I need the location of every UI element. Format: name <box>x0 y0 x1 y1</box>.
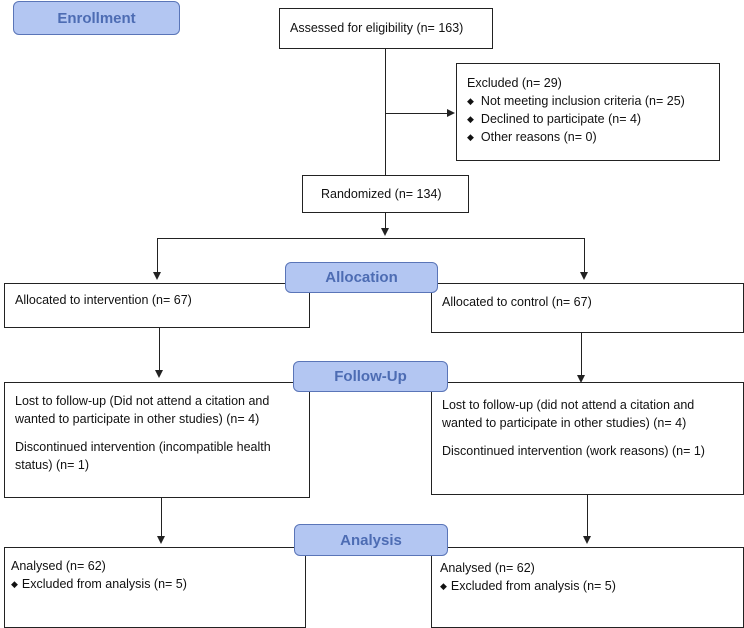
intervention-excluded-analysis: ◆Excluded from analysis (n= 5) <box>11 577 187 591</box>
diamond-bullet-icon: ◆ <box>11 579 18 589</box>
diamond-bullet-icon: ◆ <box>467 132 474 142</box>
connector-left-allocation <box>157 238 158 272</box>
assessed-box: Assessed for eligibility (n= 163) <box>279 8 493 49</box>
arrow-left-allocation <box>153 272 161 280</box>
stage-enrollment-label: Enrollment <box>57 9 136 27</box>
excluded-title: Excluded (n= 29) <box>467 76 562 90</box>
control-excluded-analysis: ◆Excluded from analysis (n= 5) <box>440 579 616 593</box>
connector-horizontal-split <box>157 238 585 239</box>
connector-intervention-followup <box>159 328 160 370</box>
intervention-followup-box: Lost to follow-up (Did not attend a cita… <box>4 382 310 498</box>
stage-followup-label: Follow-Up <box>334 368 407 385</box>
connector-right-allocation <box>584 238 585 272</box>
stage-followup: Follow-Up <box>293 361 448 392</box>
connector-intervention-analysis <box>161 498 162 536</box>
connector-randomized-split <box>385 213 386 230</box>
intervention-discontinued-text: Discontinued intervention (incompatible … <box>15 440 271 472</box>
excluded-reason: ◆Not meeting inclusion criteria (n= 25) <box>467 94 685 108</box>
randomized-box: Randomized (n= 134) <box>302 175 469 213</box>
connector-control-followup <box>581 333 582 375</box>
connector-assessed-randomized <box>385 49 386 175</box>
stage-analysis: Analysis <box>294 524 448 556</box>
intervention-analysis-box: Analysed (n= 62) ◆Excluded from analysis… <box>4 547 306 628</box>
arrow-to-excluded <box>447 109 455 117</box>
arrow-intervention-followup <box>155 370 163 378</box>
diamond-bullet-icon: ◆ <box>467 114 474 124</box>
diamond-bullet-icon: ◆ <box>440 581 447 591</box>
excluded-reason: ◆Other reasons (n= 0) <box>467 130 597 144</box>
diamond-bullet-icon: ◆ <box>467 96 474 106</box>
excluded-reason: ◆Declined to participate (n= 4) <box>467 112 642 126</box>
control-discontinued-text: Discontinued intervention (work reasons)… <box>442 444 705 458</box>
connector-to-excluded <box>385 113 449 114</box>
intervention-analysed-text: Analysed (n= 62) <box>11 559 106 573</box>
control-allocated-box: Allocated to control (n= 67) <box>431 283 744 333</box>
arrow-control-followup <box>577 375 585 383</box>
control-analysis-box: Analysed (n= 62) ◆Excluded from analysis… <box>431 547 744 628</box>
arrow-randomized <box>381 228 389 236</box>
stage-analysis-label: Analysis <box>340 531 402 549</box>
control-allocated-text: Allocated to control (n= 67) <box>442 295 592 309</box>
assessed-text: Assessed for eligibility (n= 163) <box>290 21 464 35</box>
intervention-lost-text: Lost to follow-up (Did not attend a cita… <box>15 394 270 426</box>
arrow-right-allocation <box>580 272 588 280</box>
stage-allocation-label: Allocation <box>325 269 398 286</box>
excluded-box: Excluded (n= 29) ◆Not meeting inclusion … <box>456 63 720 161</box>
stage-allocation: Allocation <box>285 262 438 293</box>
randomized-text: Randomized (n= 134) <box>321 187 442 201</box>
control-analysed-text: Analysed (n= 62) <box>440 561 535 575</box>
intervention-allocated-box: Allocated to intervention (n= 67) <box>4 283 310 328</box>
stage-enrollment: Enrollment <box>13 1 180 35</box>
connector-control-analysis <box>587 495 588 536</box>
intervention-allocated-text: Allocated to intervention (n= 67) <box>15 293 192 307</box>
arrow-control-analysis <box>583 536 591 544</box>
control-lost-text: Lost to follow-up (did not attend a cita… <box>442 398 695 430</box>
control-followup-box: Lost to follow-up (did not attend a cita… <box>431 382 744 495</box>
arrow-intervention-analysis <box>157 536 165 544</box>
